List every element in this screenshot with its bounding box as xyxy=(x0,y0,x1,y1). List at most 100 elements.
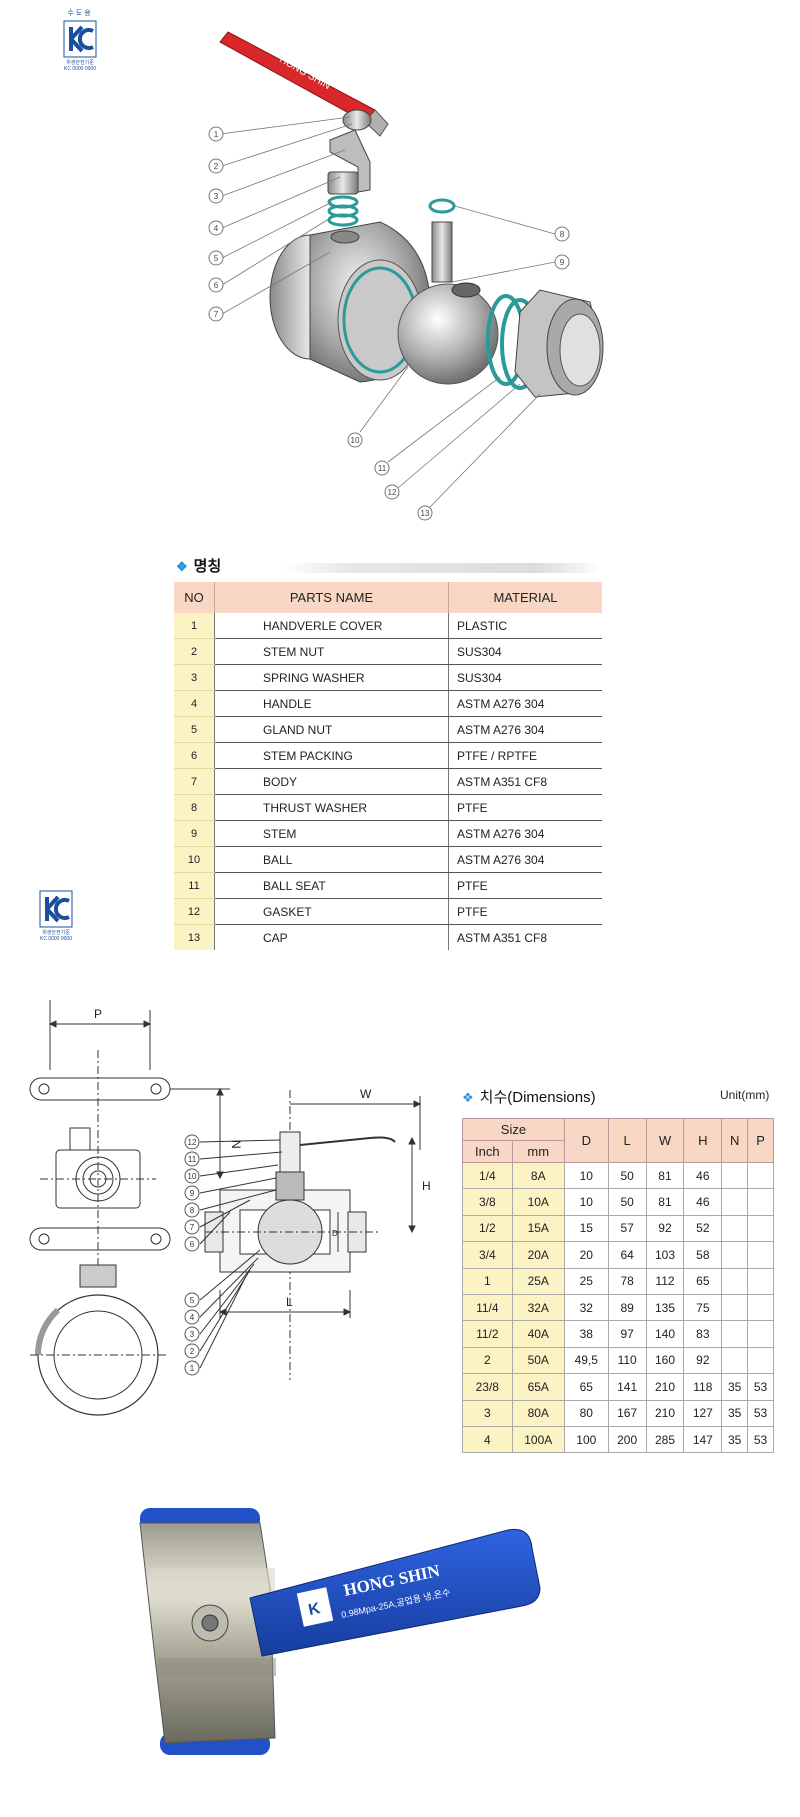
svg-text:8: 8 xyxy=(190,1206,195,1215)
diamond-bullet-icon: ❖ xyxy=(462,1090,474,1105)
part-name: BODY xyxy=(214,768,449,795)
dim-cell-h: 65 xyxy=(683,1267,723,1295)
dim-cell-mm: 80A xyxy=(511,1399,565,1427)
svg-text:6: 6 xyxy=(190,1240,195,1249)
dim-cell-l: 89 xyxy=(607,1293,647,1322)
part-number: 2 xyxy=(174,638,215,665)
kc-top-text: 수도용 xyxy=(67,10,93,17)
dim-cell-p: 53 xyxy=(747,1373,774,1401)
dim-cell-w: 103 xyxy=(645,1241,685,1269)
dim-cell-h: 118 xyxy=(683,1373,723,1401)
callout-7: 7 xyxy=(208,306,224,322)
dim-cell-w: 81 xyxy=(645,1188,685,1216)
svg-text:6: 6 xyxy=(214,281,219,290)
cap-part xyxy=(514,289,604,398)
part-material: PLASTIC xyxy=(448,613,602,639)
dim-cell-l: 57 xyxy=(607,1214,647,1243)
dim-cell-inch: 1/4 xyxy=(462,1161,513,1190)
part-number: 5 xyxy=(174,716,215,743)
svg-text:3: 3 xyxy=(214,192,219,201)
dim-cell-l: 64 xyxy=(607,1241,647,1269)
svg-text:9: 9 xyxy=(560,258,565,267)
part-number: 10 xyxy=(174,846,215,873)
part-name: HANDLE xyxy=(214,690,449,717)
part-number: 7 xyxy=(174,768,215,795)
part-number: 9 xyxy=(174,820,215,847)
gland-nut xyxy=(327,171,359,195)
dim-cell-h: 46 xyxy=(683,1188,723,1216)
part-name: GASKET xyxy=(214,898,449,925)
dim-cell-d: 38 xyxy=(563,1320,609,1348)
callout-5: 5 xyxy=(208,250,224,266)
dimensions-section-title: ❖치수(Dimensions) xyxy=(462,1089,596,1106)
dim-cell-d: 10 xyxy=(563,1161,609,1190)
callout-13: 13 xyxy=(417,505,433,521)
dim-cell-p: 53 xyxy=(747,1425,774,1454)
dim-cell-mm: 65A xyxy=(511,1373,565,1401)
dim-cell-inch: 3/4 xyxy=(462,1241,513,1269)
part-material: ASTM A276 304 xyxy=(448,820,602,847)
dim-cell-d: 80 xyxy=(563,1399,609,1427)
dim-cell-p xyxy=(747,1214,774,1243)
dim-cell-n xyxy=(721,1320,749,1348)
dim-cell-d: 49,5 xyxy=(563,1346,609,1375)
dim-cell-n: 35 xyxy=(721,1399,749,1427)
kc-logo-icon xyxy=(63,20,97,58)
dim-cell-d: 32 xyxy=(563,1293,609,1322)
dim-cell-w: 140 xyxy=(645,1320,685,1348)
dim-cell-h: 127 xyxy=(683,1399,723,1427)
part-name: STEM PACKING xyxy=(214,742,449,769)
dim-cell-p xyxy=(747,1320,774,1348)
svg-text:1: 1 xyxy=(190,1364,195,1373)
dim-cell-inch: 3 xyxy=(462,1399,513,1427)
part-name: GLAND NUT xyxy=(214,716,449,743)
part-name: BALL xyxy=(214,846,449,873)
kc-certification-mark-2: 위생안전기준 KC 0000 0000 xyxy=(34,888,78,942)
part-number: 13 xyxy=(174,924,215,950)
dim-cell-n xyxy=(721,1293,749,1322)
dim-cell-l: 97 xyxy=(607,1320,647,1348)
exploded-view-drawing: HONG SHIN xyxy=(208,31,604,521)
title-fade-bar xyxy=(282,563,602,573)
svg-text:11: 11 xyxy=(378,464,387,473)
callout-8: 8 xyxy=(554,226,570,242)
dim-cell-n xyxy=(721,1161,749,1190)
callout-4: 4 xyxy=(208,220,224,236)
part-name: THRUST WASHER xyxy=(214,794,449,821)
dim-cell-h: 147 xyxy=(683,1425,723,1454)
part-material: SUS304 xyxy=(448,664,602,691)
svg-text:K: K xyxy=(307,1600,322,1619)
header-l: L xyxy=(607,1118,647,1163)
part-material: ASTM A351 CF8 xyxy=(448,768,602,795)
dim-cell-h: 46 xyxy=(683,1161,723,1190)
part-number: 4 xyxy=(174,690,215,717)
svg-text:3: 3 xyxy=(190,1330,195,1339)
dim-cell-d: 100 xyxy=(563,1425,609,1454)
part-material: ASTM A351 CF8 xyxy=(448,924,602,950)
svg-text:12: 12 xyxy=(188,1138,197,1147)
part-number: 8 xyxy=(174,794,215,821)
part-number: 1 xyxy=(174,613,215,639)
dim-cell-d: 65 xyxy=(563,1373,609,1401)
dim-label-h: H xyxy=(422,1179,431,1193)
svg-text:5: 5 xyxy=(190,1296,195,1305)
handle-arm xyxy=(329,129,371,193)
svg-text:7: 7 xyxy=(190,1223,195,1232)
dim-cell-p xyxy=(747,1188,774,1216)
part-material: PTFE / RPTFE xyxy=(448,742,602,769)
dim-cell-l: 200 xyxy=(607,1425,647,1454)
dim-cell-l: 78 xyxy=(607,1267,647,1295)
dim-cell-inch: 11/4 xyxy=(462,1293,513,1322)
dim-cell-d: 15 xyxy=(563,1214,609,1243)
dim-label-w: W xyxy=(360,1087,372,1101)
svg-text:1: 1 xyxy=(214,130,219,139)
